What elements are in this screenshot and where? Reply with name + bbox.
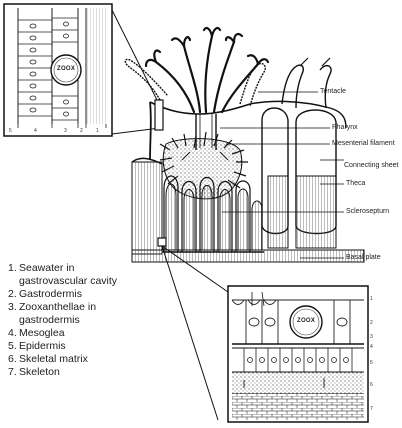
label-pharynx: Pharynx — [332, 124, 358, 132]
inset-bottom-connector — [162, 246, 228, 420]
legend-item: 2.Gastrodermis — [8, 288, 117, 301]
zoox-label-top: ZOOX — [57, 66, 75, 72]
label-mesenterial-filament: Mesenterial filament — [332, 140, 396, 148]
legend-item: 6.Skeletal matrix — [8, 353, 117, 366]
inset-bottom-layer-number: 3 — [370, 334, 373, 340]
inset-bottom — [228, 286, 368, 422]
legend-item: 7.Skeleton — [8, 366, 117, 379]
zoox-label-bottom: ZOOX — [297, 318, 315, 324]
inset-bottom-layer-number: 6 — [370, 382, 373, 388]
inset-top-scale-number: 1 — [96, 128, 99, 134]
inset-bottom-layer-number: 2 — [370, 320, 373, 326]
inset-bottom-layer-number: 4 — [370, 344, 373, 350]
label-sclerosepturn: Sclerosepturn — [346, 208, 389, 216]
inset-top-scale-number: 2 — [80, 128, 83, 134]
label-theca: Theca — [346, 180, 365, 188]
legend-item: 5.Epidermis — [8, 340, 117, 353]
inset-bottom-layer-number: 5 — [370, 360, 373, 366]
inset-top-marker — [155, 100, 163, 130]
label-basal-plate: Basal plate — [346, 254, 381, 262]
inset-bottom-layer-number: 7 — [370, 406, 373, 412]
label-connecting-sheet: Connecting sheet — [344, 162, 398, 170]
inset-top-scale-number: 5 — [9, 128, 12, 134]
inset-top-scale-number: 3 — [64, 128, 67, 134]
inset-top-scale-number: 4 — [34, 128, 37, 134]
legend-item: 4.Mesoglea — [8, 327, 117, 340]
label-tentacle: Tentacle — [320, 88, 346, 96]
inset-bottom-layer-number: 1 — [370, 296, 373, 302]
inset-bottom-marker — [158, 238, 166, 246]
